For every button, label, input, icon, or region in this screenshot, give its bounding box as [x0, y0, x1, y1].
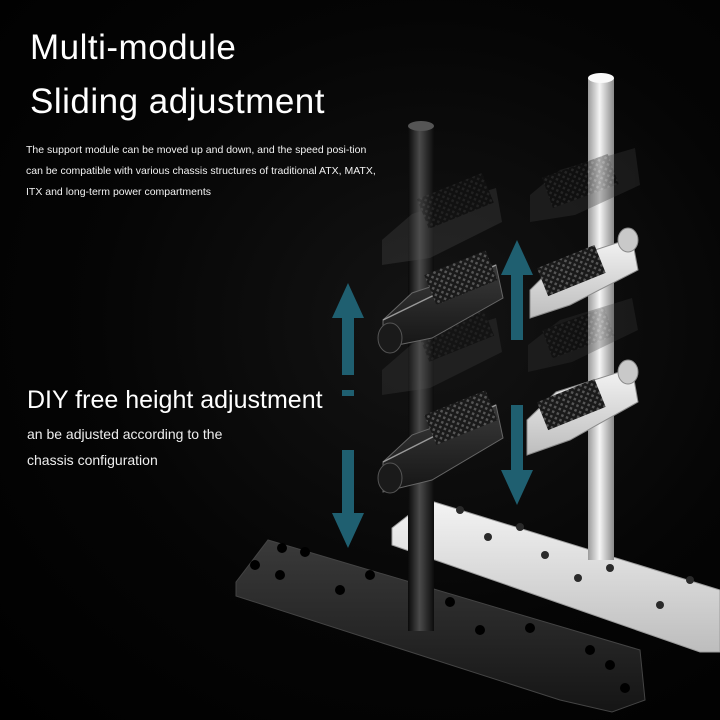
feature-line-2: chassis configuration	[27, 452, 158, 468]
silver-bracket-upper	[529, 227, 639, 319]
feature-title: DIY free height adjustment	[27, 386, 323, 414]
feature-line-1: an be adjusted according to the	[27, 426, 223, 442]
heading-line-2: Sliding adjustment	[30, 82, 325, 121]
black-bracket-lower	[377, 390, 504, 494]
black-bracket-upper	[377, 250, 504, 354]
description-text: The support module can be moved up and d…	[26, 144, 376, 198]
silver-ghost-bracket	[530, 148, 640, 222]
black-ghost-bracket-top	[382, 172, 502, 265]
black-ghost-bracket-middle	[382, 305, 502, 395]
silver-ghost-bracket-middle	[528, 298, 638, 372]
vertical-double-arrow-right	[501, 240, 533, 505]
heading-line-1: Multi-module	[30, 28, 237, 67]
black-base-plate	[235, 539, 646, 713]
silver-bracket-lower	[526, 359, 639, 456]
vertical-double-arrow-left	[332, 283, 364, 548]
